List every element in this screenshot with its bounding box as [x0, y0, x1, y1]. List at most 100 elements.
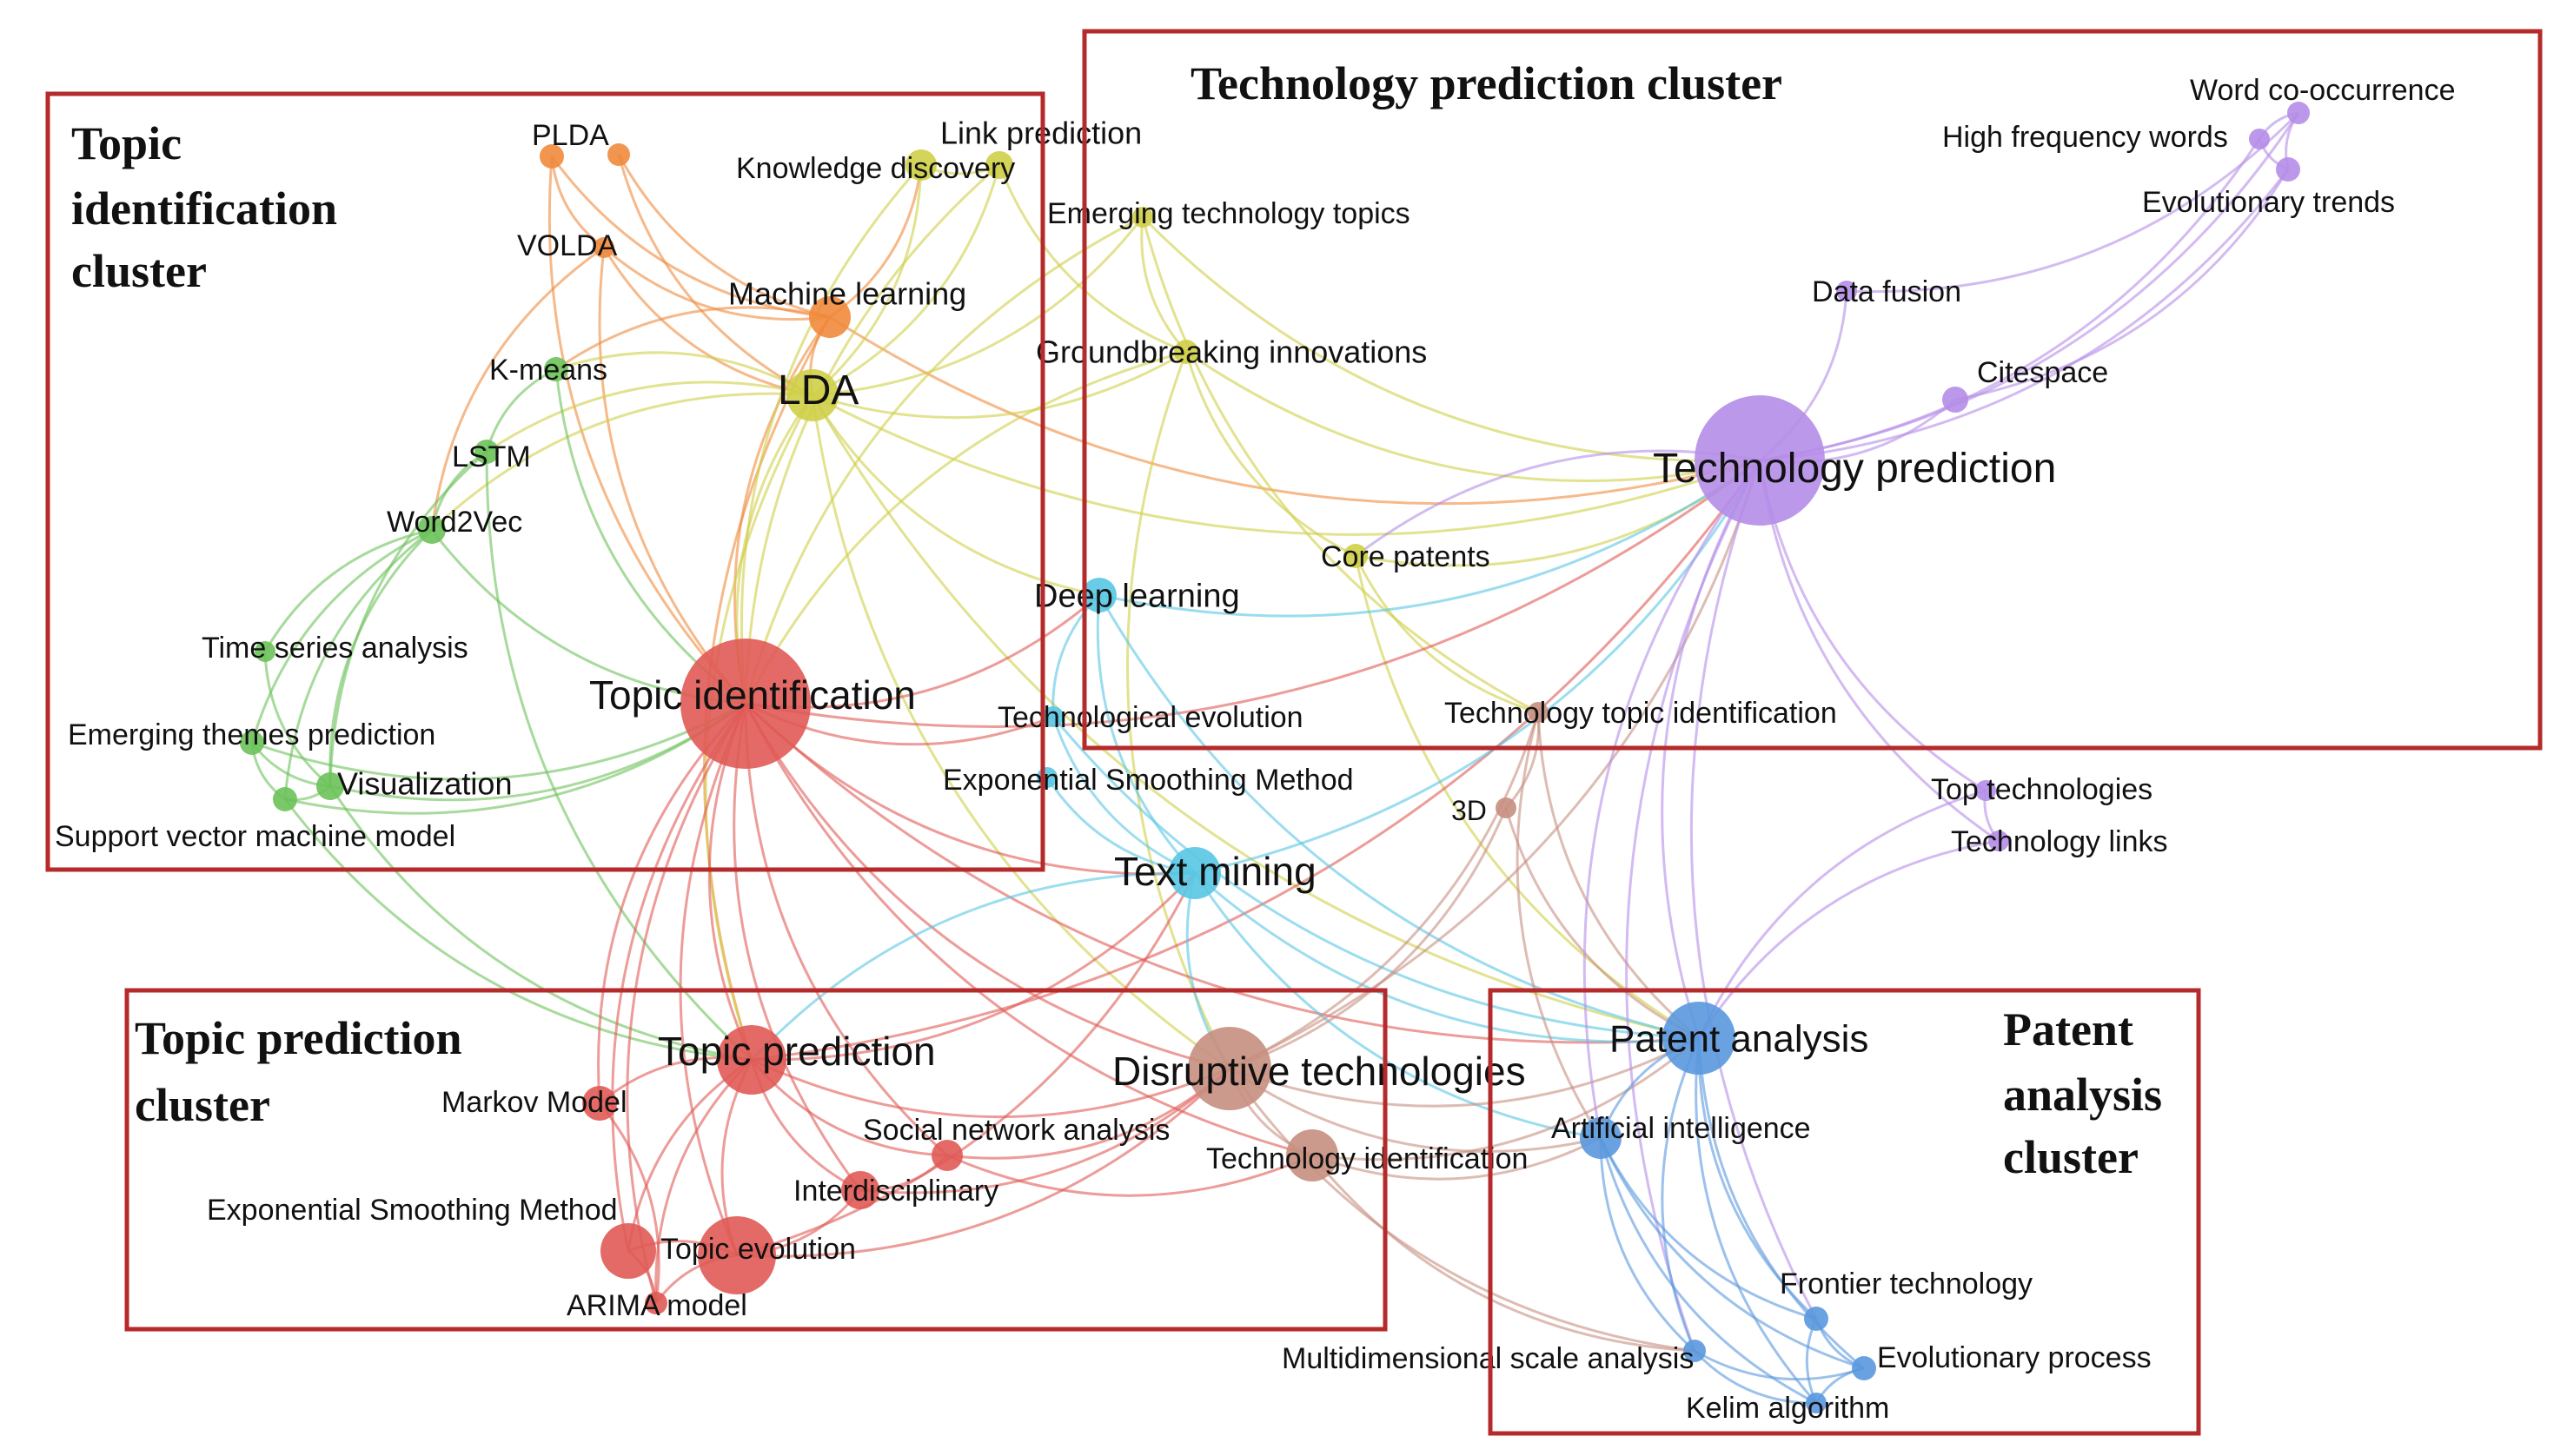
edge-w2v-etp: [250, 528, 433, 744]
node-ti: [680, 639, 811, 769]
node-inter: [841, 1171, 879, 1209]
edge-svm-tp: [283, 798, 753, 1062]
node-km: [544, 357, 568, 381]
node-esm2: [600, 1223, 656, 1279]
node-label-lstm: LSTM: [452, 440, 531, 473]
node-tm: [1169, 847, 1221, 899]
node-label-dt: Disruptive technologies: [1112, 1049, 1526, 1094]
node-kd: [905, 149, 937, 181]
node-label-hfw: High frequency words: [1942, 121, 2228, 154]
title-line: cluster: [2003, 1131, 2139, 1183]
edge-gi-cp: [1184, 351, 1356, 558]
node-volda: [594, 237, 614, 258]
node-ep: [1852, 1356, 1876, 1380]
patent-analysis-cluster-title: Patent analysis cluster: [2003, 1003, 2174, 1183]
edge-plda2-ml: [617, 154, 831, 319]
edge-tti-ai: [1516, 711, 1602, 1139]
node-label-tm: Text mining: [1114, 849, 1317, 894]
node-ml: [809, 296, 851, 338]
node-lstm: [474, 440, 499, 464]
edge-dt-mds: [1228, 1068, 1695, 1353]
edge-volda-w2v: [430, 246, 605, 531]
edge-volda-ml: [603, 246, 831, 321]
edge-ti-dt: [744, 703, 1230, 1070]
node-label-etp: Emerging themes prediction: [68, 718, 435, 751]
node-label-kelim: Kelim algorithm: [1686, 1392, 1889, 1425]
edge-tid-ai: [1311, 1136, 1602, 1181]
node-label-km: K-means: [489, 354, 607, 387]
node-label-te: Topic evolution: [660, 1233, 856, 1266]
node-label-et: Evolutionary trends: [2142, 186, 2395, 219]
node-label-svm: Support vector machine model: [55, 820, 455, 853]
edge-lda-gi: [812, 350, 1187, 420]
node-dl: [1082, 578, 1117, 612]
node-label-tti: Technology topic identification: [1444, 697, 1837, 730]
topic-prediction-cluster-title: Topic prediction cluster: [135, 1012, 474, 1131]
edge-tp-tpred: [751, 460, 1761, 1062]
node-vis: [316, 772, 344, 800]
edge-ft-kelim: [1805, 1318, 1818, 1404]
node-tl: [1988, 831, 2009, 851]
edge-tsa-vis: [263, 651, 331, 788]
node-etp: [240, 731, 264, 755]
node-label-tl: Technology links: [1951, 825, 2167, 858]
edge-lstm-vis: [328, 450, 488, 787]
node-cp: [1343, 544, 1368, 568]
node-cs: [1942, 387, 1968, 413]
node-label-cp: Core patents: [1321, 540, 1490, 573]
node-label-ti: Topic identification: [589, 672, 916, 718]
edge-ti-arima: [626, 703, 747, 1304]
node-w2v: [418, 516, 446, 544]
node-label-pa: Patent analysis: [1609, 1017, 1868, 1060]
node-label-tp: Topic prediction: [658, 1029, 936, 1074]
node-gi: [1174, 340, 1198, 364]
edge-ml-km: [555, 306, 831, 371]
edge-ti-te: [679, 703, 747, 1256]
edge-pa-mds: [1661, 1037, 1701, 1352]
edge-tp-tm: [751, 871, 1197, 1062]
edge-tid-pa: [1311, 1036, 1700, 1161]
node-label-dl: Deep learning: [1034, 578, 1240, 614]
node-label-tpred: Technology prediction: [1653, 446, 2056, 492]
edge-ett-tpred: [1141, 215, 1761, 463]
edge-lda-kd: [812, 164, 923, 397]
edge-gi-dt: [1126, 351, 1231, 1069]
edge-lda-lstm: [486, 381, 813, 453]
node-label-cs: Citespace: [1977, 356, 2108, 389]
node-tpred: [1695, 395, 1825, 526]
edge-lda-dt: [811, 394, 1230, 1070]
node-label-ep: Evolutionary process: [1877, 1341, 2152, 1374]
edge-tpred-ai: [1582, 460, 1761, 1139]
edge-sna-dt: [946, 1067, 1230, 1160]
edge-ett-gi: [1140, 216, 1188, 353]
edge-tevo-pa: [1051, 716, 1700, 1040]
edge-lp-gi: [998, 164, 1187, 354]
node-label-ett: Emerging technology topics: [1047, 197, 1410, 230]
node-plda: [540, 144, 564, 169]
node-kelim: [1806, 1393, 1827, 1413]
topic-prediction-cluster-box: [124, 988, 1388, 1332]
edge-etp-ti: [251, 702, 746, 781]
node-svm: [273, 787, 297, 811]
node-pa: [1662, 1002, 1735, 1075]
edge-lda-dl: [811, 394, 1100, 597]
title-line: Topic: [71, 117, 182, 169]
edge-dt-ai: [1229, 1067, 1602, 1153]
edge-tl-pa: [1697, 839, 2000, 1039]
topic-identification-cluster-title: Topic identification cluster: [71, 117, 349, 297]
node-tp: [717, 1025, 786, 1095]
edge-df-wc: [1846, 111, 2300, 294]
edge-te-dt: [736, 1067, 1231, 1258]
node-label-plda: PLDA: [532, 119, 609, 152]
node-tsa: [255, 641, 275, 662]
node-tevo: [1043, 706, 1064, 727]
node-label-lda: LDA: [778, 367, 859, 414]
edge-dl-pa: [1098, 594, 1700, 1040]
edge-ai-mds: [1599, 1137, 1696, 1353]
node-lp: [985, 151, 1013, 179]
title-line: Topic prediction: [135, 1012, 462, 1064]
edge-plda-volda: [550, 156, 605, 249]
